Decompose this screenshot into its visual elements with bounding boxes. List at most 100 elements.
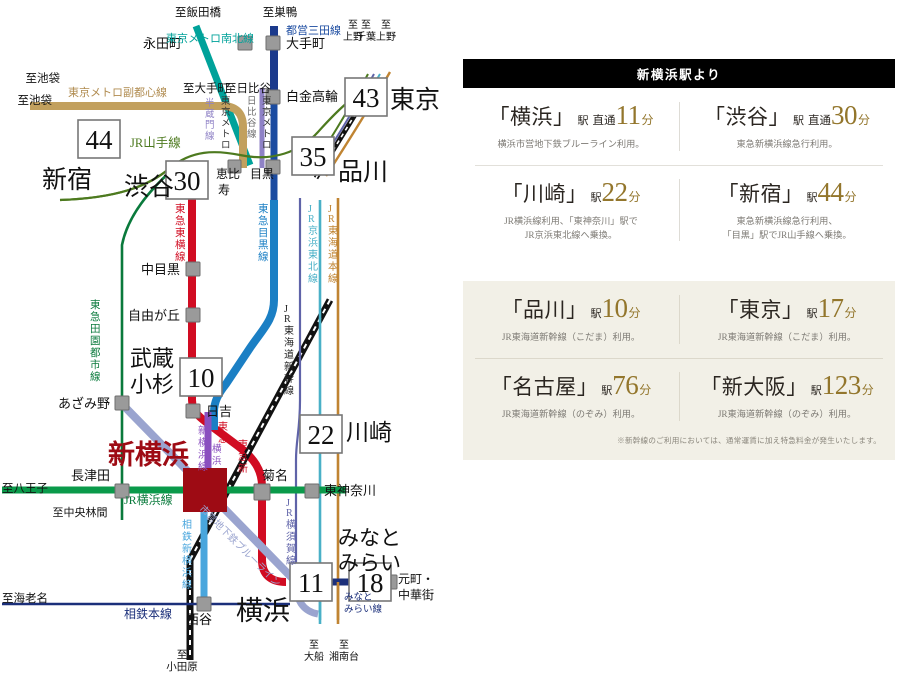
shinkansen-section: 「品川」駅10分 JR東海道新幹線（こだま）利用。 「東京」駅17分 JR東海道…: [463, 281, 895, 460]
svg-text:線: 線: [328, 272, 338, 285]
svg-text:目: 目: [258, 228, 269, 239]
svg-text:須: 須: [286, 531, 296, 543]
dest-to-chuo-rinkan: 至中央林間: [53, 505, 108, 519]
access-minutes: 30: [830, 100, 858, 130]
map-time-badges: 44 30 43 35 10 22 11 18: [77, 77, 392, 602]
access-direct-label: 直通: [807, 115, 831, 127]
line-label-tokyu-shin-yokohama: 新横浜線: [198, 424, 208, 473]
label-motomachi-2: 中華街: [398, 587, 434, 602]
access-minutes: 11: [615, 100, 641, 130]
label-nagatsuta: 長津田: [71, 468, 110, 483]
label-higashi-kanagawa: 東神奈川: [324, 483, 376, 498]
svg-text:J: J: [286, 498, 290, 509]
access-station-name: 「渋谷」: [703, 105, 790, 129]
dest-to-iidabashi: 至飯田橋: [175, 5, 221, 19]
label-shinjuku: 新宿: [42, 166, 92, 194]
line-label-metro-5: ロ: [221, 141, 231, 151]
line-label-metro-1: 東: [221, 95, 231, 107]
svg-text:賀: 賀: [286, 543, 296, 555]
access-tile-title: 「横浜」駅直通11分: [471, 102, 671, 129]
svg-text:線: 線: [284, 384, 294, 397]
svg-text:線: 線: [182, 578, 192, 591]
label-tokyo: 東京: [390, 86, 440, 114]
line-label-jr-keihin-tohoku: JR京 浜東北線: [308, 204, 318, 285]
svg-text:R: R: [308, 214, 315, 225]
label-shinagawa: 品川: [338, 159, 388, 186]
svg-text:新: 新: [238, 462, 248, 475]
svg-text:東: 東: [238, 438, 248, 451]
line-label-metro-4: ト: [221, 130, 231, 140]
svg-text:浜: 浜: [198, 449, 208, 461]
access-station-name: 「横浜」: [488, 105, 575, 129]
access-station-name: 「新宿」: [717, 181, 804, 206]
svg-text:11: 11: [298, 568, 324, 598]
line-label-hibiya-1: 日: [247, 96, 257, 107]
line-label-sotetsu-honsen: 相鉄本線: [124, 606, 172, 621]
label-hiyoshi: 日吉: [206, 404, 232, 419]
shinkansen-minutes: 123: [821, 369, 862, 400]
svg-text:R: R: [284, 314, 291, 325]
svg-text:J: J: [328, 204, 332, 215]
line-label-hibiya-2: 比: [247, 106, 257, 118]
dest-to-hibiya: 至日比谷: [225, 82, 271, 95]
svg-text:東: 東: [284, 324, 294, 337]
shinkansen-minutes: 17: [817, 293, 844, 323]
svg-text:新: 新: [182, 542, 192, 555]
line-label-hibiya-4: 線: [247, 128, 257, 140]
svg-text:みなと: みなと: [344, 592, 373, 603]
svg-text:横: 横: [212, 443, 222, 455]
svg-text:J: J: [284, 304, 288, 315]
svg-text:J: J: [308, 204, 312, 215]
access-minutes-unit: 分: [628, 189, 641, 204]
line-label-metro2-3: メ: [262, 119, 272, 129]
line-label-tokyu-shin-yokohama-red: 東急新: [238, 438, 248, 475]
svg-text:東: 東: [175, 226, 186, 239]
shinkansen-tile-tokyo: 「東京」駅17分 JR東海道新幹線（こだま）利用。: [679, 281, 895, 358]
label-yokohama: 横浜: [236, 596, 290, 626]
dest-to-ueno-b2: 上野: [376, 31, 396, 43]
svg-text:30: 30: [174, 166, 201, 196]
access-tile-row: 「横浜」駅直通11分 横浜市営地下鉄ブルーライン利用。 「渋谷」駅直通30分 東…: [463, 88, 895, 165]
badge-minatomirai: 18: [348, 562, 392, 602]
access-eki-suffix: 駅: [792, 115, 804, 127]
badge-kawasaki: 22: [299, 414, 343, 454]
dest-to-sugamo: 至巣鴨: [263, 5, 298, 19]
svg-text:急: 急: [218, 432, 228, 445]
dest-to-ofuna-2: 大船: [304, 650, 324, 663]
svg-text:急: 急: [238, 450, 248, 463]
dest-to-ebina: 至海老名: [2, 591, 48, 605]
shinkansen-tile-title: 「東京」駅17分: [687, 295, 887, 322]
shinkansen-tile-note: JR東海道新幹線（のぞみ）利用。: [501, 408, 641, 419]
line-label-metro-2: 京: [221, 106, 231, 118]
label-musashi-kosugi-2: 小杉: [130, 372, 174, 397]
dest-to-otemachi: 至大手町: [183, 81, 229, 95]
line-label-metro2-2: 京: [262, 106, 272, 118]
svg-text:線: 線: [198, 460, 208, 473]
access-tile-title: 「川崎」駅22分: [471, 178, 671, 206]
map-destination-labels: 至池袋 至池袋 至飯田橋 至巣鴨 至大手町 至日比谷 至 上野 至 千葉 至 上…: [2, 5, 396, 673]
access-direct-label: 直通: [592, 115, 616, 127]
svg-text:新: 新: [198, 424, 208, 437]
label-shirokane-takanawa: 白金高輪: [286, 89, 338, 104]
dest-to-ofuna-1: 至: [309, 639, 319, 651]
shinkansen-eki-suffix: 駅: [590, 308, 602, 320]
svg-text:黒: 黒: [258, 239, 269, 251]
svg-text:みらい線: みらい線: [344, 603, 383, 615]
dest-to-ueno-a2: 上野: [343, 31, 363, 43]
dest-to-odawara-2: 小田原: [166, 661, 198, 673]
badge-shinagawa: 35: [291, 136, 335, 176]
svg-text:道: 道: [284, 348, 294, 361]
line-label-tokyu-shinyoko-top: 横浜: [212, 443, 222, 467]
dest-to-ueno-a1: 至: [348, 19, 358, 31]
svg-text:東: 東: [328, 224, 338, 237]
line-label-tokyu-meguro: 東急目 黒線: [258, 202, 269, 263]
svg-text:横: 横: [175, 238, 186, 251]
access-tile-kawasaki: 「川崎」駅22分 JR横浜線利用、「東神奈川」駅で JR京浜東北線へ乗換。: [463, 165, 679, 256]
shinkansen-minutes-unit: 分: [628, 306, 641, 320]
label-nishiya: 西谷: [186, 612, 212, 627]
svg-text:35: 35: [300, 142, 327, 172]
label-kikuna: 菊名: [262, 468, 288, 483]
badge-musashi-kosugi: 10: [179, 357, 223, 397]
label-kawasaki: 川崎: [346, 420, 392, 445]
svg-text:京: 京: [308, 224, 318, 237]
